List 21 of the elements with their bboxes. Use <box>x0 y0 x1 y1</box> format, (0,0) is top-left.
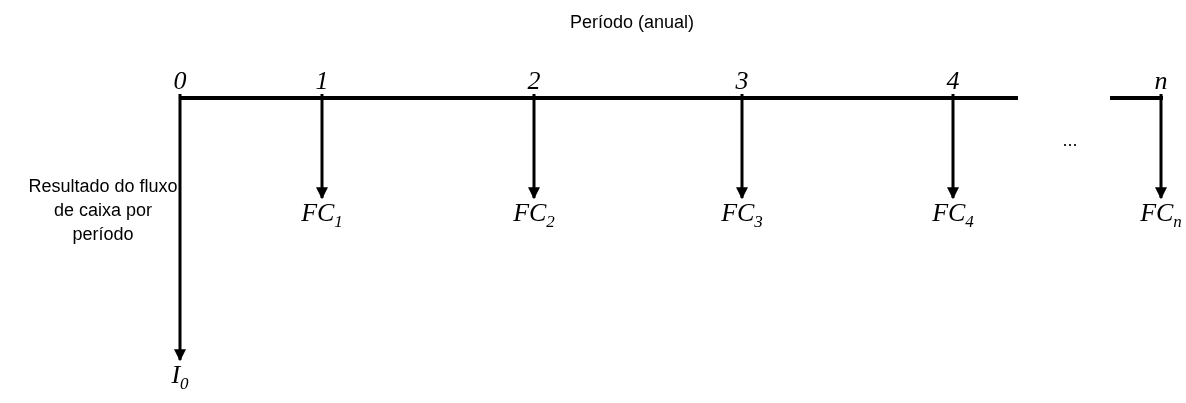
title: Período (anual) <box>570 12 695 33</box>
period-number: 2 <box>527 68 541 94</box>
period-number: 4 <box>946 68 960 94</box>
arrow <box>947 94 959 200</box>
arrow <box>316 94 328 200</box>
investment-label: I$_{0}$ <box>171 362 189 398</box>
period-number: 1 <box>315 68 329 94</box>
arrow <box>528 94 540 200</box>
arrow <box>1155 94 1167 200</box>
arrow <box>174 94 186 362</box>
cash-flow-label: FC$_{1}$ <box>301 200 343 236</box>
period-number: n <box>1154 68 1168 94</box>
axis-caption: Resultado do fluxo de caixa por período <box>28 175 178 246</box>
cash-flow-label: FC$_{4}$ <box>932 200 974 236</box>
cash-flow-label: FC$_{n}$ <box>1140 200 1182 236</box>
cash-flow-label: FC$_{3}$ <box>721 200 763 236</box>
arrow <box>736 94 748 200</box>
period-number: 3 <box>735 68 749 94</box>
cash-flow-label: FC$_{2}$ <box>513 200 555 236</box>
ellipsis: ... <box>1061 129 1079 152</box>
period-number: 0 <box>173 68 187 94</box>
